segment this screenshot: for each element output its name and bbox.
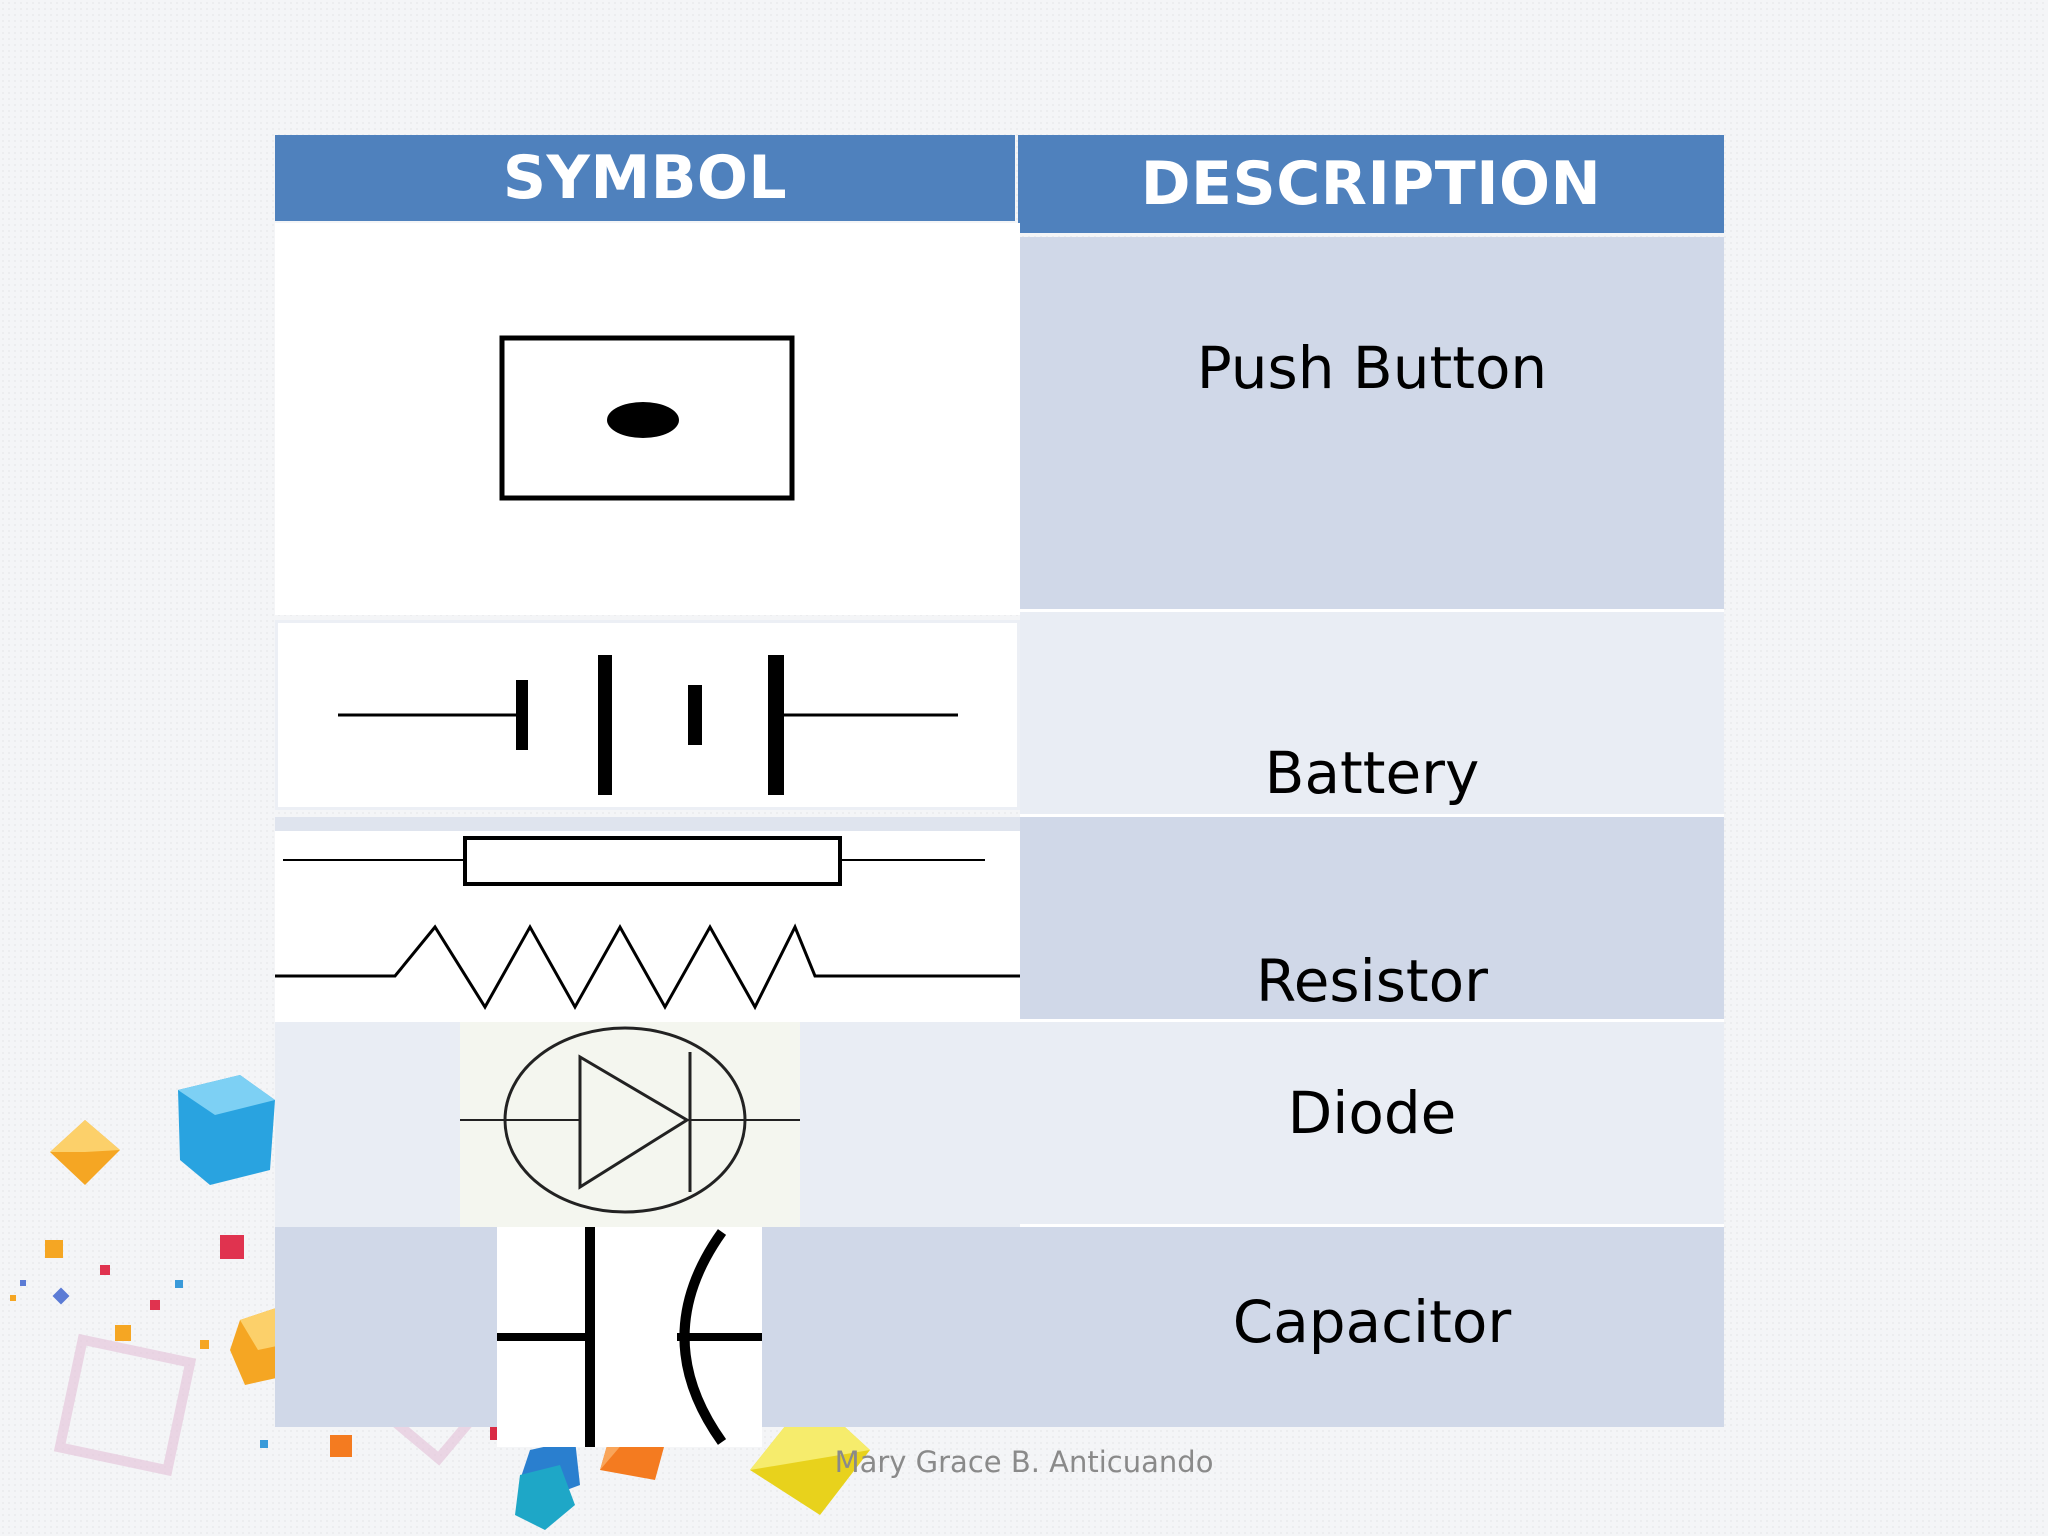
- description-text: Diode: [1287, 1079, 1457, 1147]
- description-text: Push Button: [1196, 334, 1548, 402]
- description-text: Battery: [1264, 739, 1480, 807]
- description-cell-battery: Battery: [1020, 612, 1724, 817]
- diode-symbol-icon: [460, 1022, 800, 1227]
- symbol-cell-push-button: [275, 223, 1020, 615]
- symbol-cell-battery: [275, 620, 1020, 810]
- header-description: DESCRIPTION: [1018, 135, 1724, 233]
- push-button-symbol-icon: [499, 335, 794, 501]
- description-cell-push-button: Push Button: [1020, 237, 1724, 612]
- resistor-symbol-icon: [275, 835, 1020, 1010]
- description-text: Resistor: [1256, 946, 1488, 1015]
- description-cell-resistor: Resistor: [1020, 817, 1724, 1022]
- description-text: Capacitor: [1232, 1288, 1512, 1356]
- description-cell-capacitor: Capacitor: [1020, 1227, 1724, 1427]
- symbol-cell-resistor: [275, 817, 1020, 1022]
- footer-author: Mary Grace B. Anticuando: [834, 1445, 1214, 1479]
- header-symbol: SYMBOL: [275, 135, 1015, 221]
- symbols-table: SYMBOL DESCRIPTION Push Button Battery: [275, 135, 1724, 1447]
- battery-symbol-icon: [337, 655, 958, 795]
- symbol-cell-capacitor: [275, 1227, 1020, 1447]
- symbol-cell-diode: [275, 1022, 1020, 1227]
- capacitor-symbol-icon: [497, 1227, 762, 1447]
- description-cell-diode: Diode: [1020, 1022, 1724, 1227]
